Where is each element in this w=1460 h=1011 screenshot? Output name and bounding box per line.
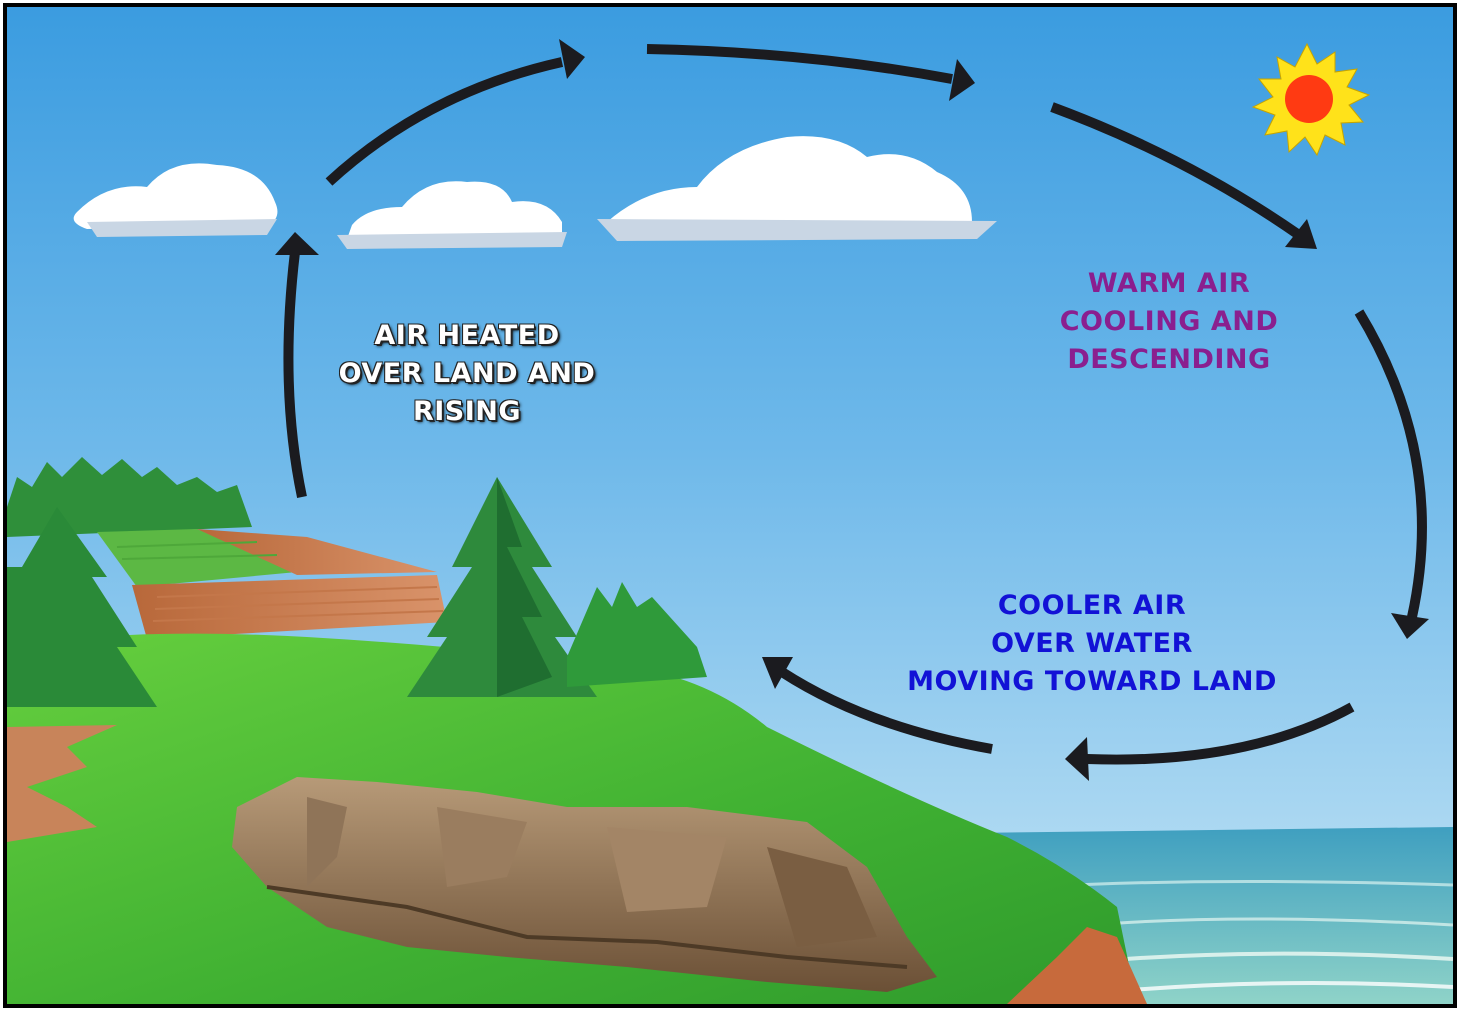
cliff-edge xyxy=(1007,927,1147,1004)
label-line: RISING xyxy=(412,396,522,427)
arrow-icon xyxy=(1050,102,1317,249)
sun-icon xyxy=(1251,42,1371,157)
rock-icon xyxy=(232,777,937,992)
arrow-icon xyxy=(646,44,975,101)
arrow-icon xyxy=(1354,309,1429,639)
cloud-icon xyxy=(73,163,278,237)
label-line: DESCENDING xyxy=(1067,344,1271,375)
sea-breeze-scene xyxy=(7,7,1453,1004)
label-line: OVER WATER xyxy=(991,628,1193,659)
cloud-icon xyxy=(597,136,997,241)
arrow-icon xyxy=(1065,702,1355,781)
label-warm-air-descending: WARM AIR COOLING AND DESCENDING xyxy=(1009,265,1329,379)
label-line: AIR HEATED xyxy=(374,320,560,351)
tree-icon xyxy=(407,477,597,697)
arrow-icon xyxy=(762,657,993,754)
label-line: MOVING TOWARD LAND xyxy=(907,666,1277,697)
label-line: OVER LAND AND xyxy=(338,358,596,389)
diagram-frame: AIR HEATED OVER LAND AND RISING WARM AIR… xyxy=(3,3,1457,1008)
label-line: COOLING AND xyxy=(1059,306,1279,337)
airflow-arrows xyxy=(275,39,1429,781)
tree-icon xyxy=(7,507,157,707)
label-cooler-air-over-water: COOLER AIR OVER WATER MOVING TOWARD LAND xyxy=(877,587,1307,701)
dirt-path xyxy=(7,725,117,842)
label-air-heated-rising: AIR HEATED OVER LAND AND RISING xyxy=(287,317,647,431)
label-line: WARM AIR xyxy=(1087,268,1251,299)
shrubs xyxy=(567,582,707,687)
arrow-icon xyxy=(325,39,585,186)
cloud-icon xyxy=(337,181,567,249)
arrow-icon xyxy=(275,232,319,499)
label-line: COOLER AIR xyxy=(997,590,1187,621)
distant-trees xyxy=(7,457,252,537)
fields xyxy=(97,529,447,639)
